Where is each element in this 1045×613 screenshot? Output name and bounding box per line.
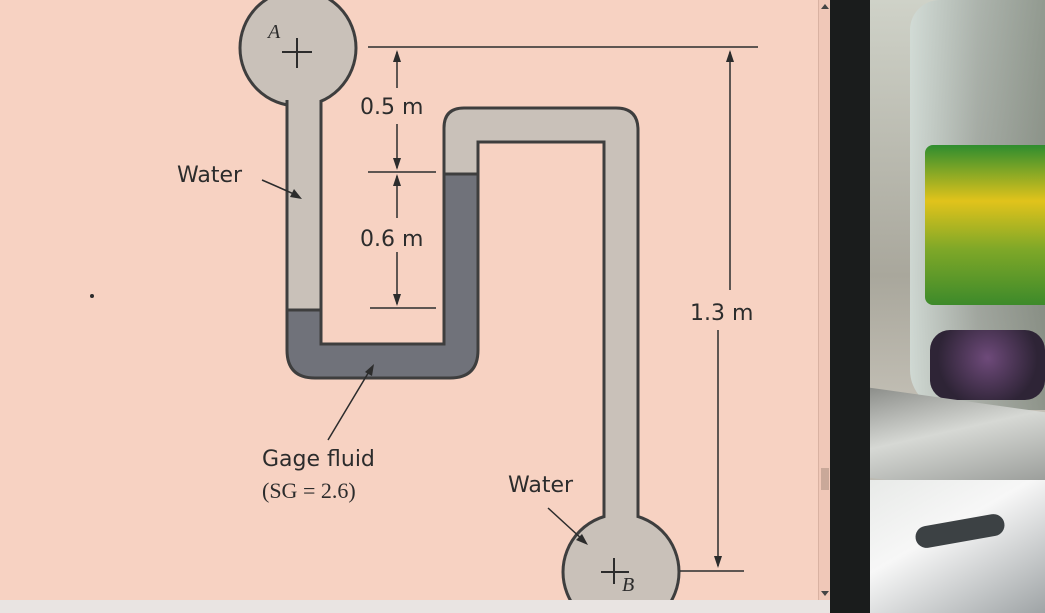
dimension-label-top: 0.5 m <box>360 95 423 120</box>
document-screen: A B 0.5 m 0.6 m 1.3 m Water Water Gage f… <box>0 0 831 600</box>
pickle-contents-image <box>930 330 1045 400</box>
vertical-scrollbar[interactable] <box>818 0 831 600</box>
bottle-label-image <box>925 145 1045 305</box>
dimension-label-total: 1.3 m <box>690 301 753 326</box>
vessel-b-label: B <box>622 574 634 596</box>
scroll-down-icon[interactable] <box>821 591 829 596</box>
dimension-label-mid: 0.6 m <box>360 227 423 252</box>
vessel-b-joint <box>605 500 637 536</box>
gage-sg-label: (SG = 2.6) <box>262 478 356 503</box>
manometer-diagram: A B 0.5 m 0.6 m 1.3 m Water Water Gage f… <box>90 0 758 600</box>
dimension-arrow-mid <box>393 174 401 306</box>
leader-lines <box>261 179 588 545</box>
scroll-thumb[interactable] <box>821 468 829 490</box>
taskbar <box>0 600 830 613</box>
left-tube-water <box>287 100 321 312</box>
gage-fluid-label: Gage fluid <box>262 447 375 472</box>
monitor-bezel <box>830 0 870 613</box>
plus-marker-icon <box>282 38 629 584</box>
stray-dot <box>90 294 94 298</box>
desk-photo-background <box>870 0 1045 613</box>
dimension-arrow-top <box>393 50 401 170</box>
packaging-image <box>870 480 1045 613</box>
water-label-right: Water <box>508 473 574 498</box>
scroll-up-icon[interactable] <box>821 4 829 9</box>
water-label-left: Water <box>177 163 243 188</box>
dimension-arrow-total <box>714 50 734 568</box>
vessel-a-label: A <box>266 21 281 43</box>
